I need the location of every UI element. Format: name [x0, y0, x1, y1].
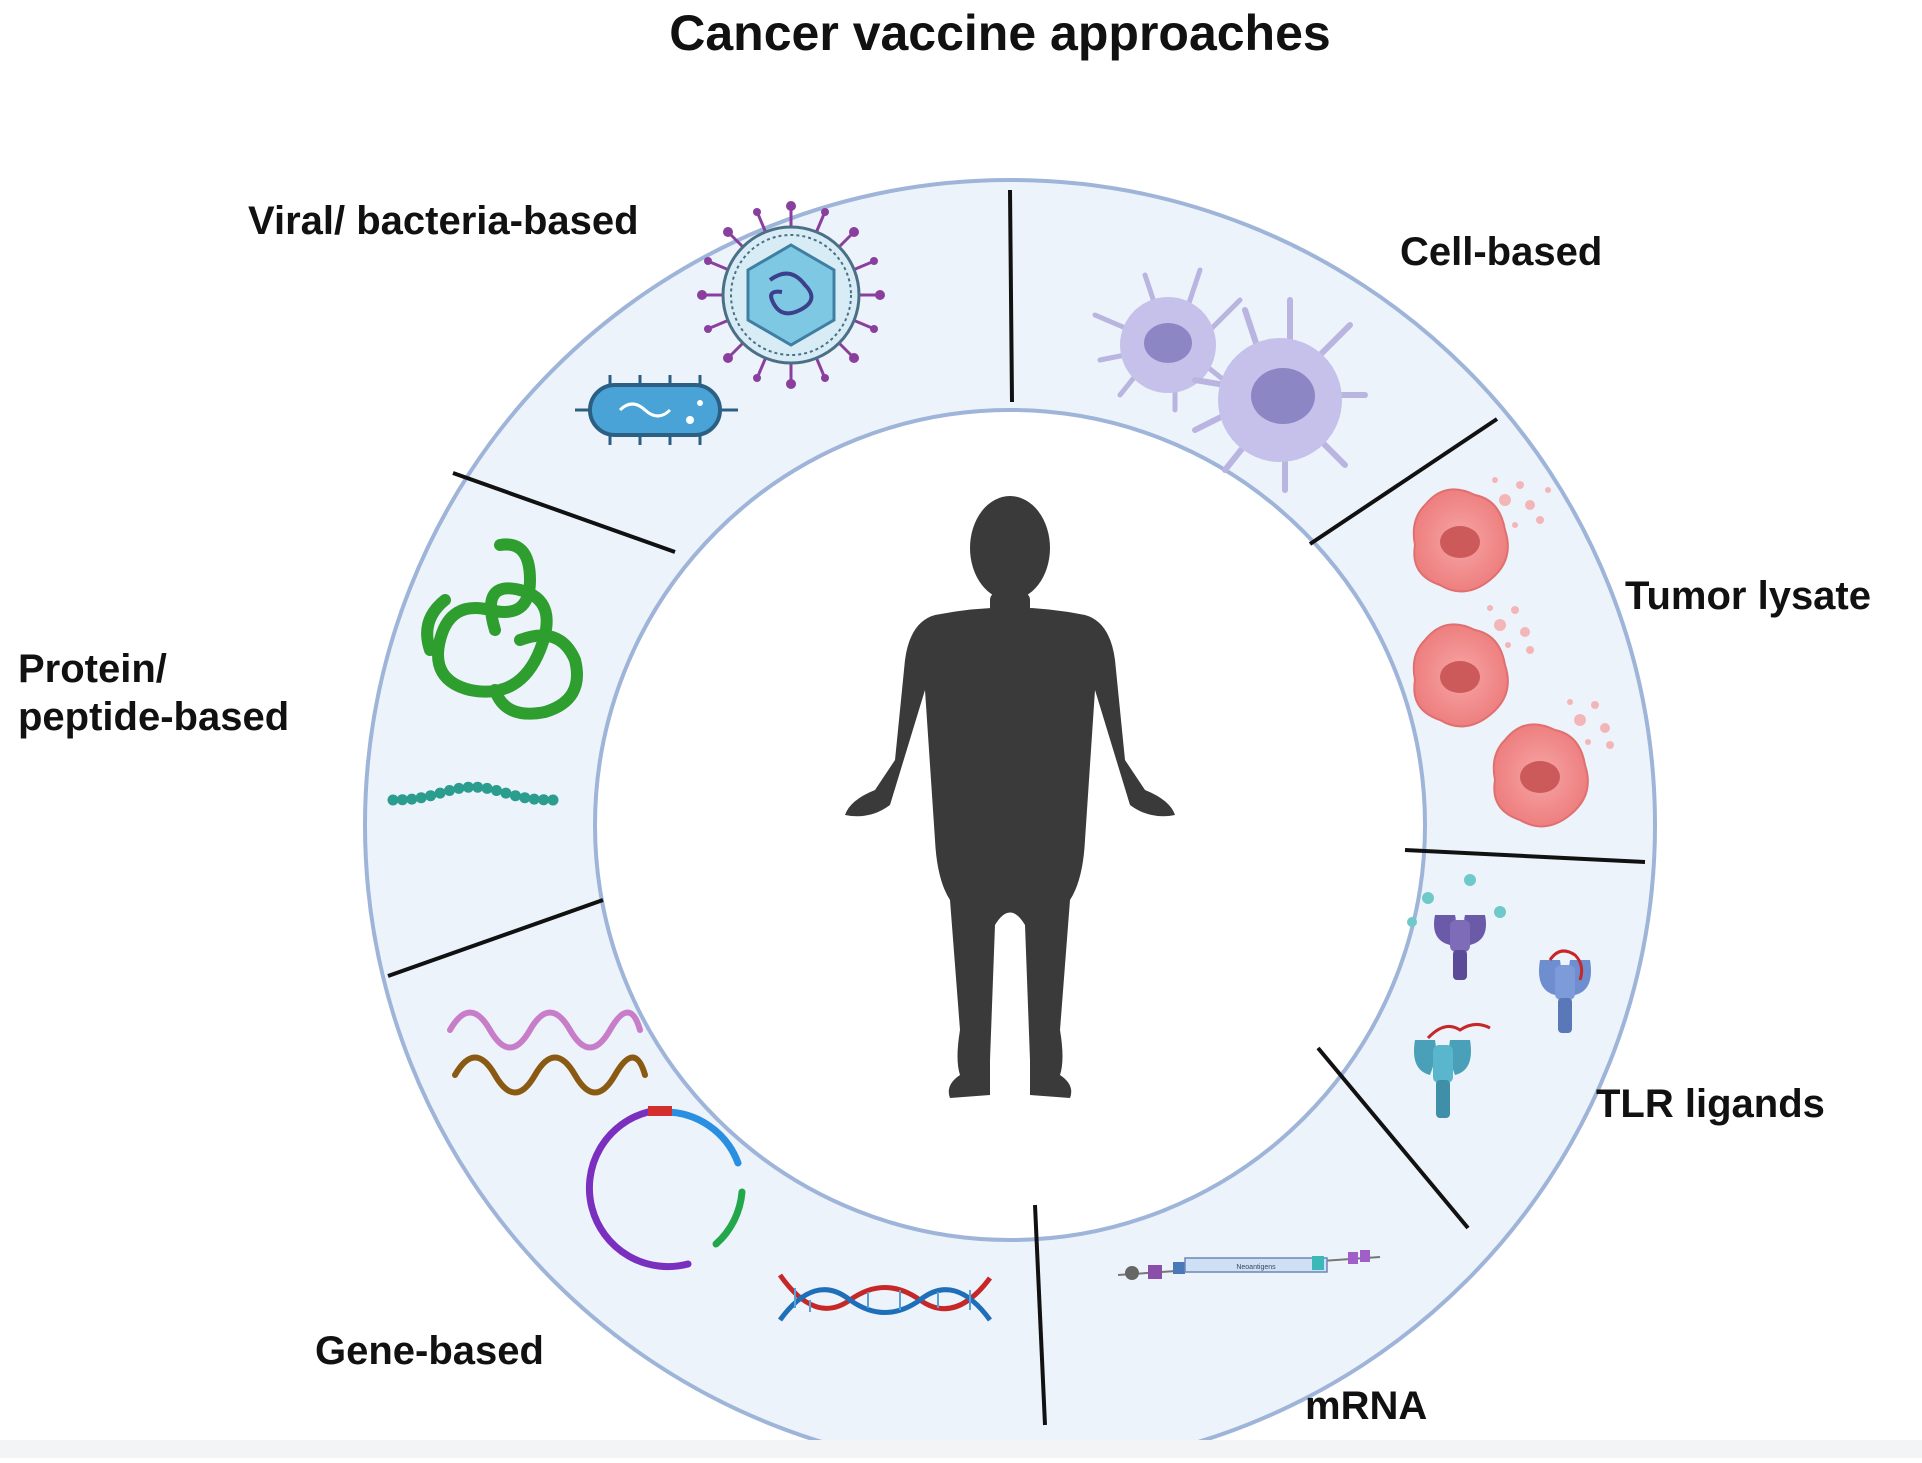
peptide-bead	[406, 793, 418, 805]
peptide-bead	[509, 790, 521, 802]
bacterium-icon	[575, 375, 738, 445]
plasmid-icon	[585, 1106, 746, 1271]
label-cell-based: Cell-based	[1400, 230, 1603, 274]
peptide-bead	[547, 794, 559, 806]
label-protein-line2: peptide-based	[18, 695, 290, 739]
divider-gene-protein	[387, 898, 604, 978]
peptide-bead	[434, 787, 446, 799]
tumor-cell-icon-2	[1412, 605, 1534, 728]
ring-outer-border	[363, 178, 1657, 1463]
divider-tumor-tlr	[1404, 848, 1646, 864]
peptide-bead	[538, 794, 550, 806]
label-protein-line1: Protein/	[18, 647, 167, 691]
peptide-bead	[472, 781, 484, 793]
peptide-bead	[491, 785, 502, 796]
divider-mrna-gene	[1033, 1204, 1047, 1426]
segment-dividers	[387, 189, 1646, 1426]
divider-tlr-mrna	[1316, 1046, 1470, 1230]
divider-viral-cell	[1008, 189, 1014, 403]
dendritic-cell-icon-2	[1192, 297, 1368, 493]
peptide-bead	[481, 782, 493, 794]
rna-wave-icon	[447, 1009, 648, 1096]
human-figure-icon	[845, 496, 1175, 1098]
bottom-strip	[0, 1440, 1922, 1458]
peptide-bead	[528, 793, 540, 805]
mrna-construct-icon	[1117, 1250, 1381, 1280]
peptide-bead	[415, 792, 427, 804]
label-tumor-lysate: Tumor lysate	[1625, 574, 1871, 618]
tlr-receptor-icon-2	[1539, 949, 1591, 1033]
tumor-cell-icon	[1412, 477, 1551, 593]
divider-protein-viral	[452, 471, 676, 554]
peptide-bead	[519, 792, 531, 804]
protein-icon	[421, 538, 583, 720]
label-viral-bacteria: Viral/ bacteria-based	[248, 199, 639, 243]
divider-cell-tumor	[1308, 417, 1499, 546]
peptide-bead	[396, 794, 408, 806]
peptide-bead	[462, 781, 474, 793]
dna-helix-icon	[777, 1273, 993, 1322]
peptide-bead	[387, 794, 399, 806]
tlr-receptor-icon-3	[1414, 1023, 1491, 1118]
peptide-bead	[425, 790, 437, 802]
diagram-title: Cancer vaccine approaches	[669, 5, 1331, 61]
peptide-bead	[500, 787, 512, 799]
peptide-bead	[453, 782, 465, 794]
label-protein-peptide: Protein/ peptide-based	[18, 645, 289, 741]
label-gene-based: Gene-based	[315, 1329, 544, 1373]
label-tlr-ligands: TLR ligands	[1596, 1082, 1825, 1126]
ring-band	[364, 180, 1655, 1463]
peptide-chain-icon	[387, 781, 559, 806]
mrna-construct-label: Neoantigens	[1236, 1264, 1276, 1271]
peptide-bead	[444, 785, 455, 796]
tlr-receptor-icon	[1407, 874, 1506, 980]
tumor-cell-icon-3	[1492, 699, 1614, 828]
virus-icon	[697, 201, 885, 389]
label-mrna: mRNA	[1305, 1384, 1428, 1428]
dendritic-cell-icon	[1092, 267, 1243, 413]
